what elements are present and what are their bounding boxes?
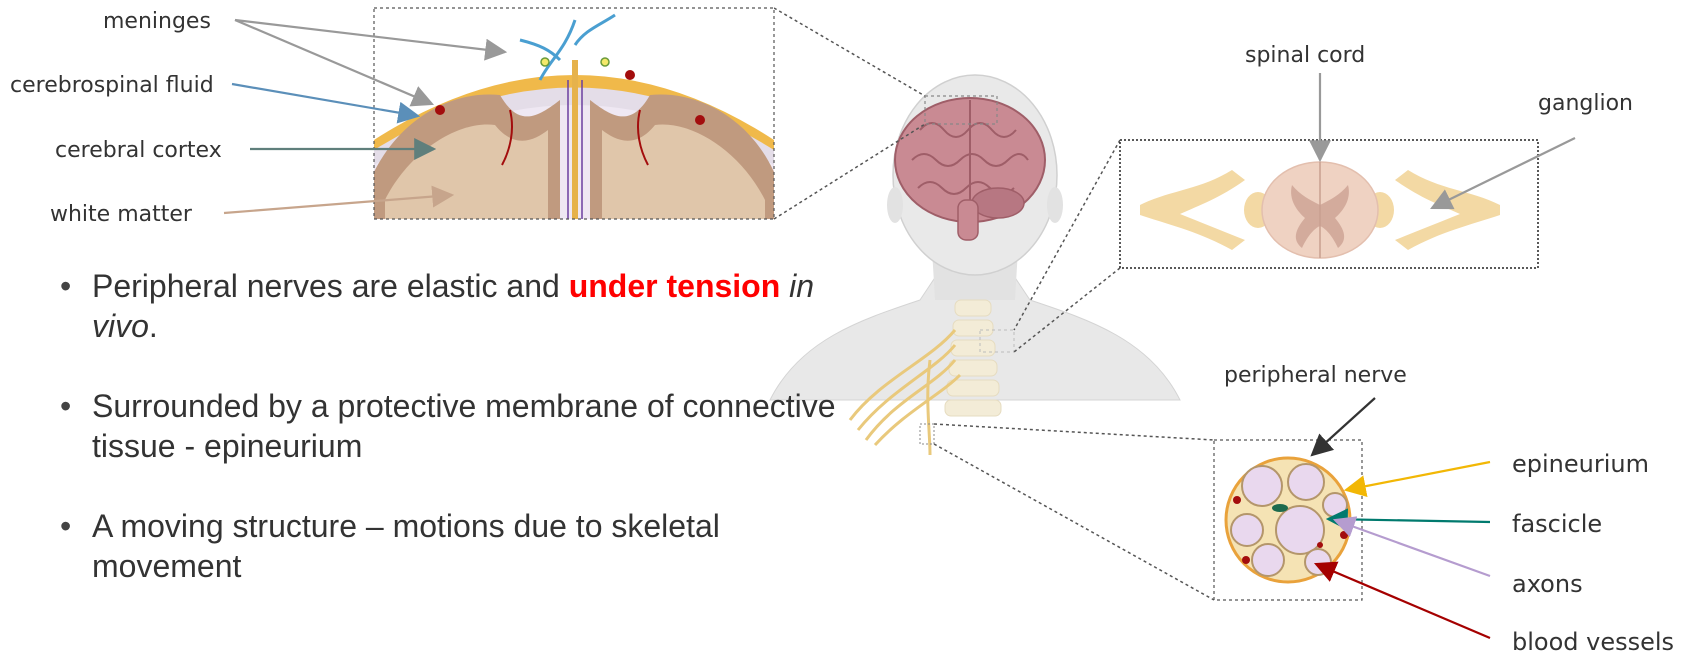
label-cerebrospinal-fluid: cerebrospinal fluid xyxy=(10,73,214,98)
blood-vessels-arrow xyxy=(1316,564,1490,638)
label-blood-vessels: blood vessels xyxy=(1512,628,1674,656)
label-fascicle: fascicle xyxy=(1512,510,1602,538)
label-axons: axons xyxy=(1512,570,1583,598)
label-epineurium: epineurium xyxy=(1512,450,1649,478)
bullet-text-end: . xyxy=(149,308,158,344)
label-spinal-cord: spinal cord xyxy=(1245,43,1365,68)
brain-cross-section-inset xyxy=(374,8,774,219)
label-peripheral-nerve: peripheral nerve xyxy=(1224,363,1407,388)
bullet-text: A moving structure – motions due to skel… xyxy=(92,508,720,584)
label-cerebral-cortex: cerebral cortex xyxy=(55,138,222,163)
epineurium-arrow xyxy=(1346,462,1490,490)
bullet-item: A moving structure – motions due to skel… xyxy=(60,506,850,586)
bullet-item: Surrounded by a protective membrane of c… xyxy=(60,386,850,466)
label-ganglion: ganglion xyxy=(1538,91,1633,116)
label-white-matter: white matter xyxy=(50,202,193,227)
bullet-highlight: under tension xyxy=(569,268,781,304)
nerve-zoom-box xyxy=(920,424,934,444)
bullet-list: Peripheral nerves are elastic and under … xyxy=(60,266,850,626)
bullet-item: Peripheral nerves are elastic and under … xyxy=(60,266,850,346)
spinal-cord-inset xyxy=(1120,140,1538,268)
bullet-text: Surrounded by a protective membrane of c… xyxy=(92,388,836,464)
bullet-text: Peripheral nerves are elastic and xyxy=(92,268,569,304)
label-meninges: meninges xyxy=(103,9,211,34)
